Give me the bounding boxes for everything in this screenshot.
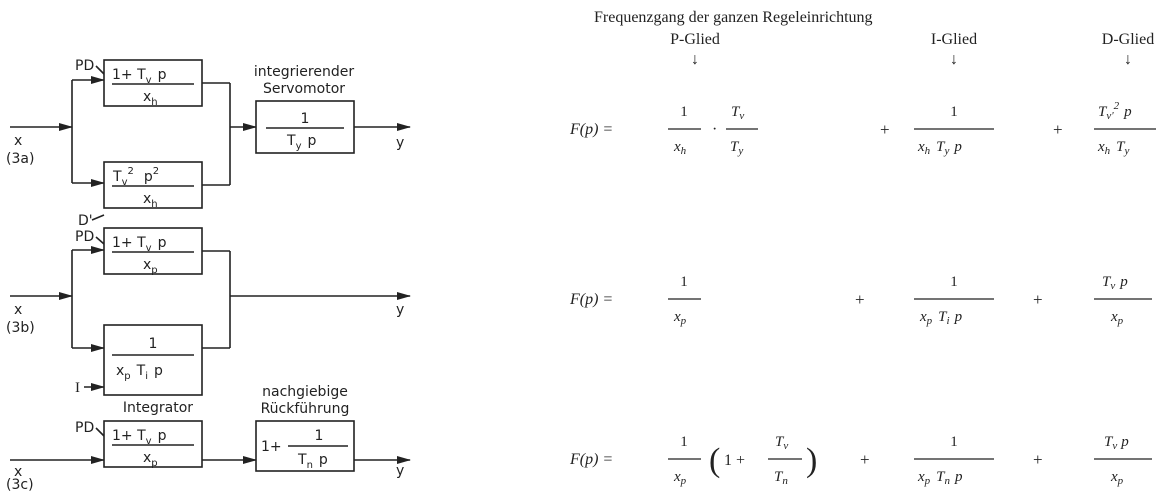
pd-denominator-3c: xp <box>143 450 158 469</box>
i-label-3b: I <box>75 380 80 396</box>
p-num-3a: 1 <box>680 104 688 120</box>
lhs-3a: F(p) = <box>569 121 613 138</box>
d-block-3a <box>103 161 203 209</box>
tag-3b: (3b) <box>6 320 35 336</box>
pd-leader-3a <box>95 65 105 75</box>
pd-leader-3b <box>95 236 105 245</box>
dot-3a: · <box>712 121 717 138</box>
one-plus-3c: 1 + <box>724 452 745 469</box>
servo-label-line1: integrierender <box>254 64 354 80</box>
p-den-3a: xh <box>673 139 687 157</box>
servo-block-3a <box>255 100 355 154</box>
pd-label-3c: PD <box>75 420 94 436</box>
integrator-label: Integrator <box>123 400 193 416</box>
down-arrow-d: ↓ <box>1124 51 1132 68</box>
header-i-glied: I-Glied <box>931 31 977 48</box>
integrator-numerator: 1 <box>149 336 158 352</box>
plus-3b-2: + <box>1033 290 1043 309</box>
output-y-label-3b: y <box>396 302 404 318</box>
p-inner-den-3c: Tn <box>774 469 788 487</box>
d-den-3b: xp <box>1110 309 1124 327</box>
d-prime-label-3a: D' <box>78 213 93 229</box>
integrator-block-3b <box>103 324 203 396</box>
p-inner-num-3c: Tv <box>775 434 788 452</box>
d-leader-3a <box>91 214 105 221</box>
d-denominator-3a: xh <box>143 191 158 210</box>
input-x-label: x <box>14 302 22 318</box>
pd-block-3c <box>103 420 203 468</box>
pd-leader-3c <box>95 427 105 437</box>
down-arrow-i: ↓ <box>950 51 958 68</box>
i-num-3c: 1 <box>950 434 958 450</box>
output-y-label-3c: y <box>396 463 404 479</box>
plus-3c-2: + <box>1033 450 1043 469</box>
feedback-label-line1: nachgiebige <box>262 384 348 400</box>
plus-3a-1: + <box>880 120 890 139</box>
pd-denominator-3b: xp <box>143 257 158 276</box>
p-den-3b: xp <box>673 309 687 327</box>
header-p-glied: P-Glied <box>670 31 720 48</box>
p-num-3c: 1 <box>680 434 688 450</box>
header-d-glied: D-Glied <box>1102 31 1154 48</box>
paren-right-3c: ) <box>806 442 817 479</box>
pd-block-3a <box>103 59 203 107</box>
servo-label-line2: Servomotor <box>263 81 345 97</box>
plus-3b-1: + <box>855 290 865 309</box>
pd-label-3a: PD <box>75 58 94 74</box>
frequency-response-header: Frequenzgang der ganzen Regeleinrichtung… <box>594 9 1154 68</box>
pd-denominator-3a: xh <box>143 89 158 108</box>
header-title: Frequenzgang der ganzen Regeleinrichtung <box>594 9 873 26</box>
down-arrow-p: ↓ <box>691 51 699 68</box>
plus-3a-2: + <box>1053 120 1063 139</box>
p-den2-3a: Ty <box>730 139 743 157</box>
servo-numerator: 1 <box>301 111 310 127</box>
p-num-3b: 1 <box>680 274 688 290</box>
i-num-3a: 1 <box>950 104 958 120</box>
paren-left-3c: ( <box>709 442 720 479</box>
feedback-one-plus: 1+ <box>261 439 282 455</box>
pd-block-3b <box>103 227 203 275</box>
input-x-label: x <box>14 464 22 480</box>
plus-3c-1: + <box>860 450 870 469</box>
tag-3c: (3c) <box>6 477 34 492</box>
feedback-label-line2: Rückführung <box>261 401 350 417</box>
pd-label-3b: PD <box>75 229 94 245</box>
lhs-3b: F(p) = <box>569 291 613 308</box>
tag-3a: (3a) <box>6 151 34 167</box>
p-den-3c: xp <box>673 469 687 487</box>
p-num2-3a: Tv <box>731 104 744 122</box>
feedback-numerator: 1 <box>315 428 324 444</box>
i-num-3b: 1 <box>950 274 958 290</box>
output-y-label-3a: y <box>396 135 404 151</box>
d-den-3c: xp <box>1110 469 1124 487</box>
lhs-3c: F(p) = <box>569 451 613 468</box>
input-x-label: x <box>14 133 22 149</box>
